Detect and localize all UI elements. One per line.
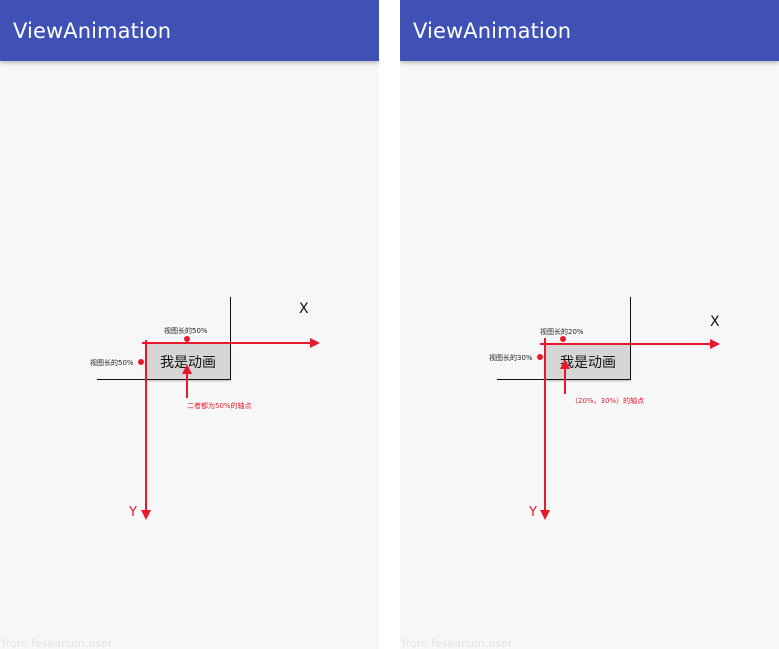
watermark: from fesearson.user <box>402 637 513 649</box>
app-title: ViewAnimation <box>13 19 172 43</box>
watermark: from fesearson.user <box>2 637 113 649</box>
app-bar: ViewAnimation <box>400 0 779 61</box>
animated-button[interactable]: 我是动画 <box>546 343 630 380</box>
phone-screen-left: ViewAnimation 我是动画 X Y 视图长的50% <box>0 0 379 649</box>
app-bar: ViewAnimation <box>0 0 379 61</box>
animated-button[interactable]: 我是动画 <box>146 343 230 380</box>
app-title: ViewAnimation <box>413 19 572 43</box>
phone-screen-right: ViewAnimation 我是动画 X Y 视图长的20% <box>400 0 779 649</box>
